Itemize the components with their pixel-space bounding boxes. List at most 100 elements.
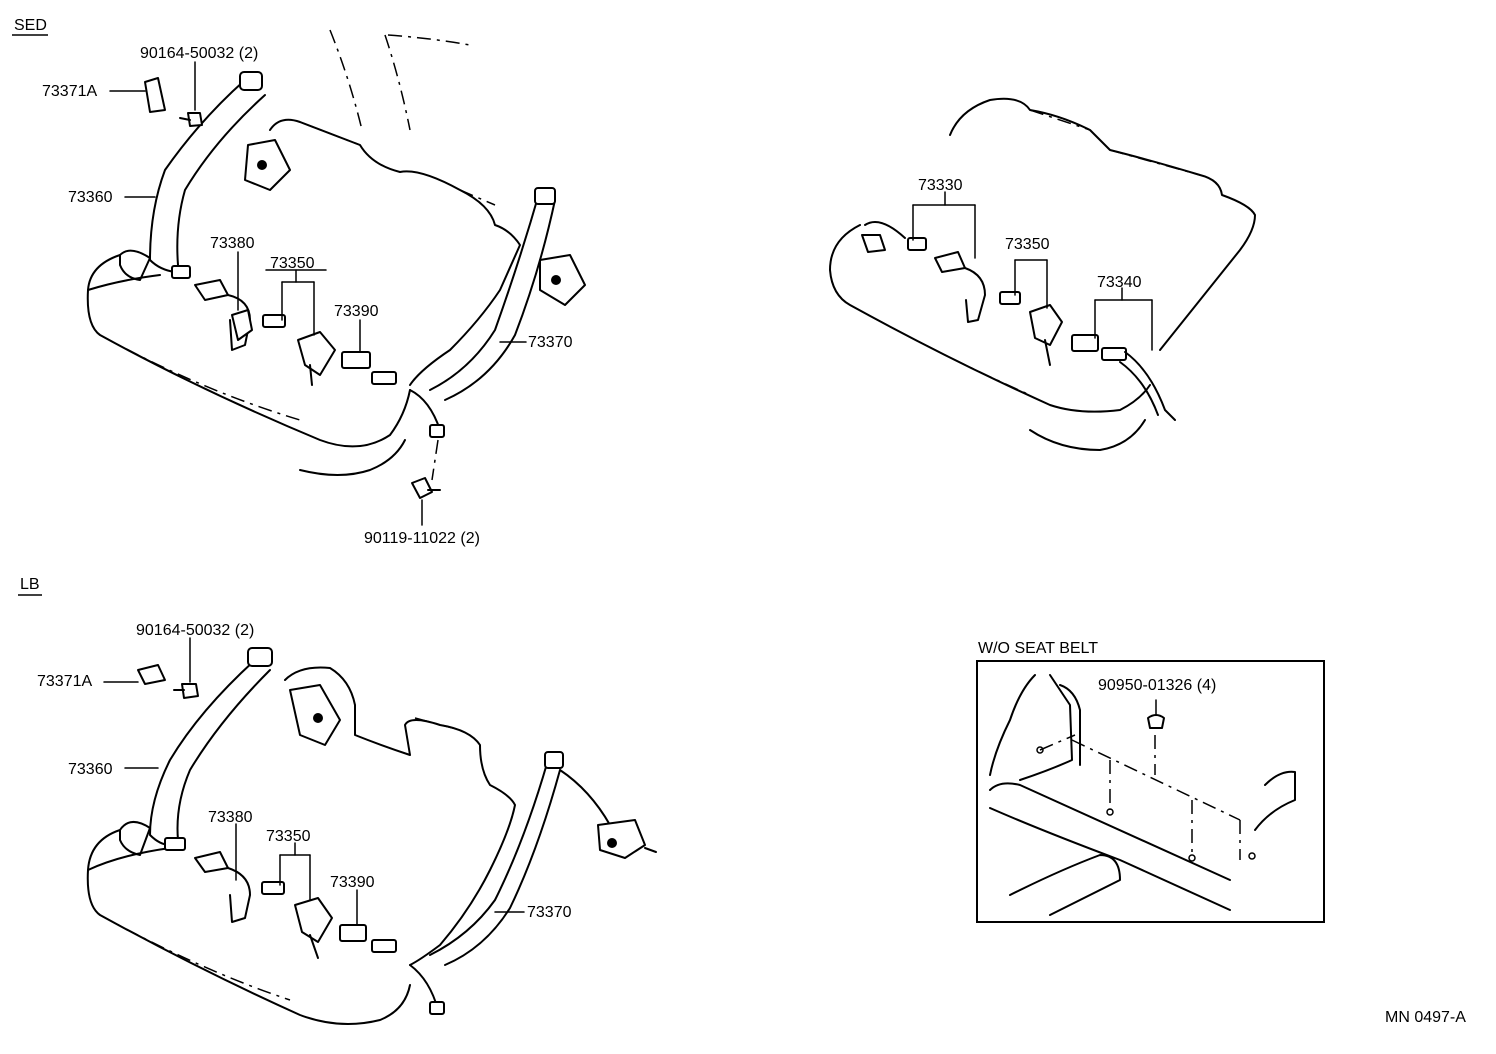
sed-window-line <box>387 34 471 46</box>
lb-label-73360: 73360 <box>68 761 113 778</box>
sed-right-belt-strap <box>1119 361 1159 416</box>
lb-right-belt-tongue <box>371 939 397 953</box>
lb-section: LB <box>18 576 657 1025</box>
sed-seat-cushion-seam <box>99 334 301 421</box>
sed-buckle-center <box>341 351 371 369</box>
sed-heading: SED <box>14 17 47 34</box>
sed-center-belt-buckle <box>297 331 336 376</box>
sed-right-retractor-hub <box>551 275 561 285</box>
sed-seat-back-seam <box>299 121 361 146</box>
sed-window-line <box>329 29 363 131</box>
lb-seat-back-seam <box>414 717 461 731</box>
sed-left-belt-strap <box>149 79 246 273</box>
sed-right-anchor <box>534 187 556 205</box>
lb-label-73350: 73350 <box>266 828 311 845</box>
lb-right-belt-strap <box>444 769 561 966</box>
sed-right-label-73350: 73350 <box>1005 236 1050 253</box>
sed-label-73350: 73350 <box>270 255 315 272</box>
lb-right-retractor <box>597 819 646 859</box>
lb-label-73380: 73380 <box>208 809 253 826</box>
sed-right-tongue-b <box>1101 347 1127 361</box>
lb-label-73390: 73390 <box>330 874 375 891</box>
lb-right-upper-strap <box>559 769 611 826</box>
sed-left-belt-clip <box>171 265 191 279</box>
sed-seat-back-seam <box>459 189 496 206</box>
wo-seat-side-right <box>1254 770 1296 831</box>
wo-heading: W/O SEAT BELT <box>978 640 1098 657</box>
lb-buckle-left-strap <box>227 867 251 923</box>
sed-right-tongue <box>907 237 927 251</box>
sed-label-73370: 73370 <box>528 334 573 351</box>
lb-center-belt-tongue <box>261 881 285 895</box>
sed-buckle-left <box>194 279 229 301</box>
wo-hole <box>1248 852 1256 860</box>
wo-floor-line <box>989 807 1231 911</box>
sed-top-bolt <box>187 112 203 127</box>
sed-label-73380: 73380 <box>210 235 255 252</box>
wo-hole-guide <box>1039 734 1076 751</box>
lb-label-73370: 73370 <box>527 904 572 921</box>
sed-left-anchor <box>239 71 263 91</box>
sed-left-retractor <box>244 139 291 191</box>
sed-right-center-bolt <box>1044 339 1051 366</box>
sed-right-label-73330: 73330 <box>918 177 963 194</box>
sed-right-center-buckle <box>1029 304 1063 346</box>
lb-left-anchor <box>247 647 273 667</box>
sed-seat-cushion-edge <box>87 274 161 291</box>
wo-seat-side <box>989 674 1036 776</box>
sed-right-seam <box>1029 109 1091 131</box>
sed-right-belt-tongue <box>371 371 397 385</box>
sed-center-belt-tongue <box>262 314 286 328</box>
lb-buckle-left <box>194 851 229 873</box>
lb-right-retractor-bolt <box>644 847 657 853</box>
lb-left-belt-strap <box>149 659 256 846</box>
wo-seat-edge <box>1071 739 1241 821</box>
sed-window-line <box>384 34 411 131</box>
sed-right-left-anchor <box>861 234 886 253</box>
wo-plug <box>1147 714 1165 729</box>
sed-cover-73371a <box>144 77 166 113</box>
lb-right-lower-anchor <box>429 1001 445 1015</box>
wo-seat-side <box>1059 684 1081 766</box>
lb-label-cover: 73371A <box>37 673 92 690</box>
sed-right-label-73340: 73340 <box>1097 274 1142 291</box>
sed-buckle-left-anchor <box>231 309 253 341</box>
sed-label-73360: 73360 <box>68 189 113 206</box>
sed-left-floor-anchor <box>119 249 151 281</box>
lb-cover-73371a <box>137 664 166 685</box>
sed-label-cover: 73371A <box>42 83 97 100</box>
wo-inset-frame <box>976 660 1325 923</box>
lb-left-belt-strap <box>176 669 271 841</box>
lb-buckle-center <box>339 924 367 942</box>
sed-right-seat-front <box>1029 419 1146 451</box>
lb-label-bolt-top: 90164-50032 (2) <box>136 622 254 639</box>
lb-center-belt-bolt <box>309 934 319 959</box>
lb-top-bolt <box>181 683 199 699</box>
sed-center-belt-bolt <box>309 364 313 386</box>
sed-right-retractor <box>539 254 586 306</box>
sed-right-seat-back <box>949 97 1256 351</box>
lb-right-anchor <box>544 751 564 769</box>
wo-hole <box>1188 854 1196 862</box>
sed-label-73390: 73390 <box>334 303 379 320</box>
sed-section: SED <box>12 17 586 547</box>
sed-bolt-guide <box>431 439 439 481</box>
sed-right-buckle-a-strap <box>964 267 986 323</box>
sed-right-buckle-b <box>1071 334 1099 352</box>
wo-hole <box>1106 808 1114 816</box>
sed-left-retractor-hub <box>257 160 267 170</box>
sed-seat-cushion <box>86 254 411 448</box>
lb-center-belt-buckle <box>294 897 333 943</box>
sed-right-cushion-seam <box>849 304 1031 396</box>
wo-hole <box>1036 746 1044 754</box>
sed-left-belt-strap <box>176 94 266 266</box>
sed-right-center-tongue <box>999 291 1021 305</box>
wo-seat-side <box>1019 674 1073 781</box>
sed-right-belt-strap <box>429 189 541 391</box>
sed-right-lower-anchor <box>429 424 445 438</box>
sed-right-section: 73330 73350 73340 <box>829 97 1256 451</box>
lb-left-retractor-hub <box>313 713 323 723</box>
sed-label-bolt-top: 90164-50032 (2) <box>140 45 258 62</box>
wo-floor-line <box>989 782 1231 881</box>
